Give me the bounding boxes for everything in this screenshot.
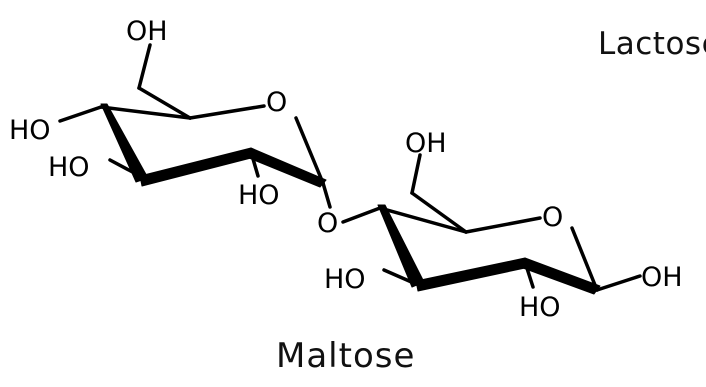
bond-c5-c6 (137, 86, 192, 120)
atom-oh-ring-2-top: OH (405, 128, 447, 159)
ring-1-wedge-right (248, 147, 327, 188)
bond-c4-c5 (99, 105, 192, 120)
ring-1-wedge-front (139, 147, 252, 187)
bond-ring2-c4-c5 (378, 206, 468, 234)
bond-c6-oh (137, 43, 152, 90)
atom-oh-right: OH (641, 262, 683, 293)
atom-ring-1-oxygen: O (266, 87, 287, 118)
bond-c5-o (188, 104, 266, 120)
ring-1-wedge-left (100, 103, 149, 183)
bond-c4-ho (58, 105, 103, 123)
atom-oh-top: OH (126, 16, 168, 47)
ring-2-wedge-front (415, 257, 526, 292)
bond-ring2-c6-oh (410, 153, 422, 195)
atom-ho-ring-2-left: HO (324, 264, 366, 295)
atom-ho-ring-2-bottom: HO (519, 292, 561, 323)
bond-bridge-o-c4prime (341, 206, 382, 224)
ring-1-bonds (58, 43, 332, 209)
caption-lactose: Lactose (598, 26, 706, 62)
bond-ring2-o-c1 (570, 226, 599, 292)
ring-2-wedge-right (522, 257, 601, 295)
atom-ho-ring-1-bottom: HO (238, 180, 280, 211)
caption-maltose: Maltose (276, 336, 416, 376)
atom-bridge-oxygen: O (317, 208, 338, 239)
bond-ring2-c5-o (464, 216, 542, 234)
atom-ho-left-2: HO (48, 152, 90, 183)
bond-ring2-c5-c6 (410, 191, 468, 234)
bond-c1-bridge-o (321, 181, 332, 209)
caption-lactose-container: Lactose (598, 26, 706, 70)
bond-ring2-c1-oh (595, 274, 642, 292)
atom-ring-2-oxygen: O (542, 202, 563, 233)
bond-o-c1 (294, 116, 325, 185)
atom-ho-left-1: HO (9, 115, 51, 146)
